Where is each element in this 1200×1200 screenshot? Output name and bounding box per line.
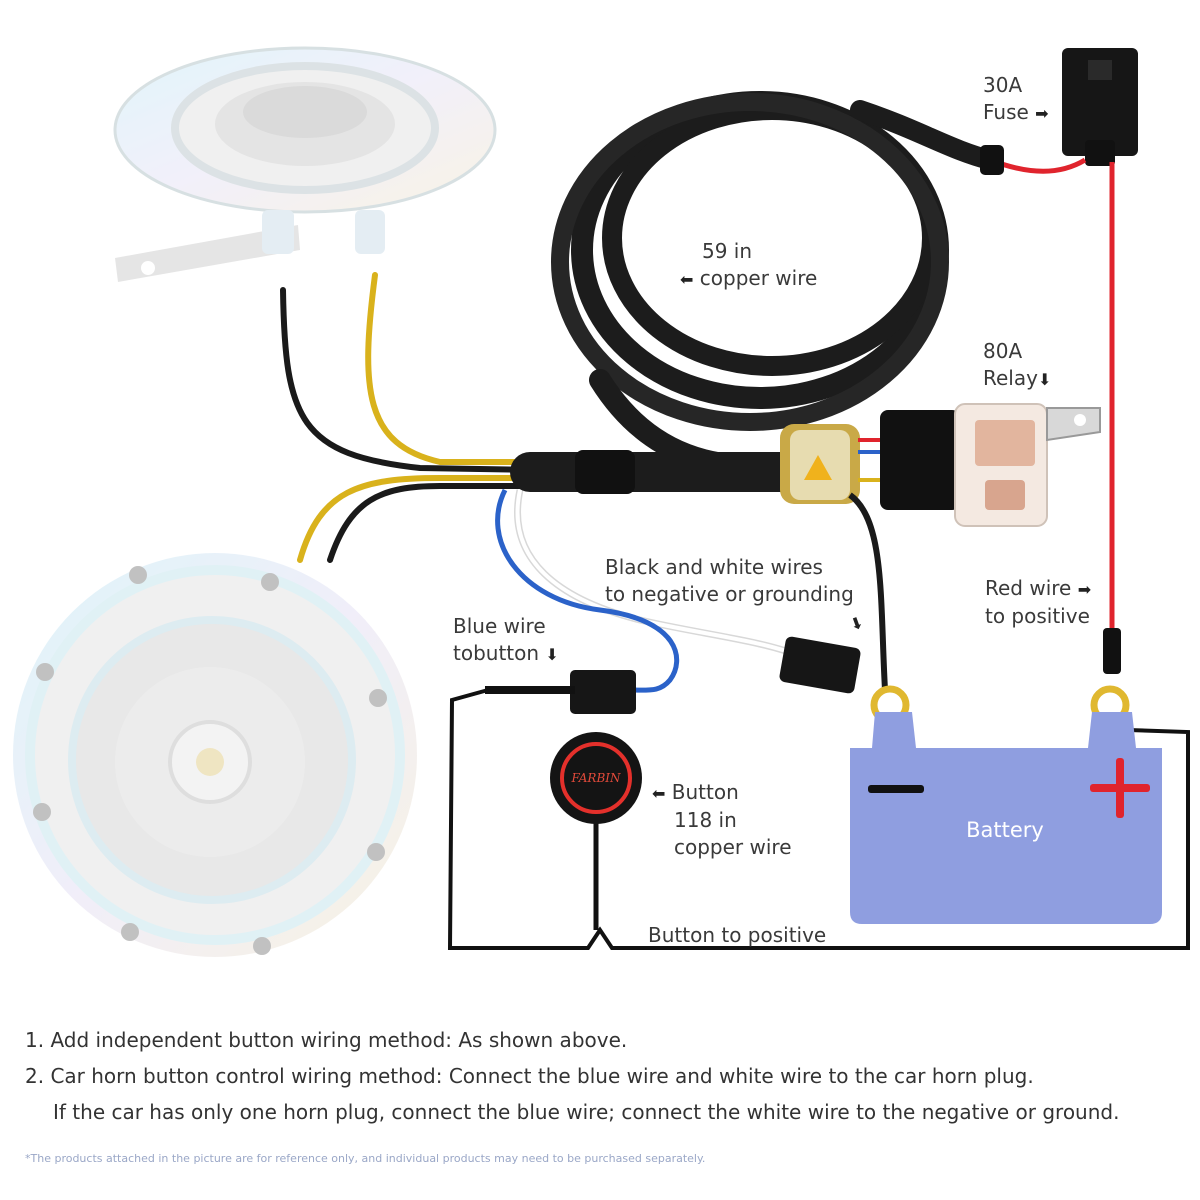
instruction-2: 2. Car horn button control wiring method… [25,1064,1034,1088]
button-brand-text: FARBIN [570,771,621,785]
copper-wire-label-line1: 59 in [702,239,753,263]
button-label-line2: 118 in [674,808,737,832]
battery [850,712,1162,924]
arrow-right-icon: ➡ [1035,104,1049,123]
arrow-down-icon: ⬇ [545,645,559,664]
horn-wires [280,272,543,563]
button-label-line3: copper wire [674,835,792,859]
black-white-wires-label: Black and white wires to negative or gro… [605,554,854,608]
relay-label-line2: Relay [983,366,1038,390]
instruction-1: 1. Add independent button wiring method:… [25,1028,628,1052]
red-wire-label-line2: to positive [985,604,1090,628]
fuse-label-line1: 30A [983,73,1023,97]
arrow-right-icon: ➡ [1077,580,1092,599]
battery-label: Battery [966,818,1044,842]
button-to-positive-label: Button to positive [648,923,827,947]
blue-wire-label-line1: Blue wire [453,614,546,638]
top-horn [113,46,497,282]
fuse-label: 30A Fuse ➡ [983,72,1049,127]
blue-wire-connector [570,670,636,714]
bottom-horn [13,553,417,957]
blue-wire-label: Blue wire tobutton ⬇ [453,613,559,668]
main-loom [510,424,860,504]
black-white-label-line1: Black and white wires [605,555,823,579]
relay [858,403,1101,527]
arrow-left-icon: ⬅ [680,270,694,289]
white-wire-connector [779,636,861,694]
fuse-label-line2: Fuse [983,100,1029,124]
black-white-label-line2: to negative or grounding [605,582,854,606]
instruction-2-continued: If the car has only one horn plug, conne… [53,1100,1120,1124]
blue-wire-label-line2: tobutton [453,641,540,665]
red-wire-sleeve [1103,628,1121,674]
button-label: ⬅ Button 118 in copper wire [652,779,792,861]
arrow-down-icon: ⬇ [1037,370,1052,389]
fuse-holder [980,48,1138,175]
arrow-left-icon: ⬅ [652,784,666,803]
copper-wire-label: 59 in ⬅ copper wire [680,238,817,293]
horn-push-button: FARBIN [550,732,642,824]
red-wire-label: Red wire ➡ to positive [985,575,1091,630]
black-negative-wire [848,492,888,691]
wiring-diagram: FARBIN [13,46,1190,957]
red-wire-label-line1: Red wire [985,576,1072,600]
instructions: 1. Add independent button wiring method:… [25,1022,1185,1130]
relay-label-line1: 80A [983,339,1023,363]
negative-symbol [868,785,924,793]
button-label-line1: Button [671,780,739,804]
copper-wire-label-line2: copper wire [699,266,818,290]
blue-wire [495,488,680,693]
relay-label: 80A Relay⬇ [983,338,1051,393]
disclaimer: *The products attached in the picture ar… [25,1152,706,1165]
button-circuit-outline [447,688,1190,950]
